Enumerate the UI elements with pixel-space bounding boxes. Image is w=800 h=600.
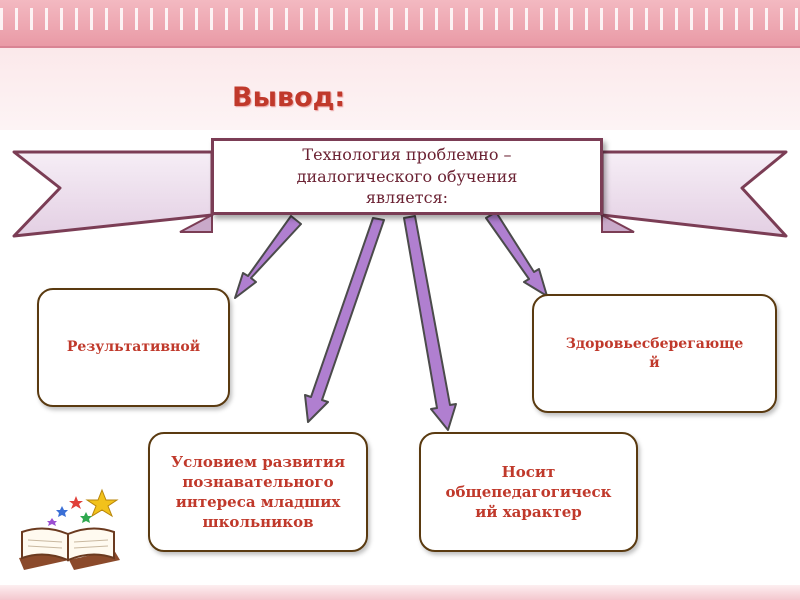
node-condition-line-3: интереса младших [175,493,341,511]
arrow-to-health [485,211,548,297]
node-condition-line-2: познавательного [182,472,334,491]
node-health-line-1: Здоровьесберегающе [565,335,744,352]
ribbon-left-tail [12,150,214,238]
ribbon-left-fold [179,213,213,233]
ribbon-right-fold [601,213,635,233]
open-book-with-stars-icon [19,488,120,570]
node-general-line-1: Носит [501,462,556,481]
node-general-pedagogical: Носит общепедагогическ ий характер [419,432,638,552]
center-line-3: является: [365,188,449,208]
arrow-to-results [234,215,302,299]
node-health-saving: Здоровьесберегающе й [532,294,777,413]
node-condition-line-4: школьников [202,513,314,532]
node-results: Результативной [37,288,230,407]
center-line-1: Технология проблемно – [302,145,512,165]
node-development-condition: Условием развития познавательного интере… [148,432,368,552]
footer-band [0,585,800,600]
central-concept-box: Технология проблемно – диалогического об… [211,138,603,215]
node-condition-line-1: Условием развития [170,452,346,471]
center-line-2: диалогического обучения [296,166,518,186]
binder-rings [0,8,800,30]
slide-title: Вывод: [232,82,346,113]
node-results-label: Результативной [66,339,201,356]
arrow-to-general [403,215,457,431]
ribbon-right-tail [600,150,788,238]
binder-strip [0,0,800,48]
node-general-line-3: ий характер [475,503,582,522]
node-general-line-2: общепедагогическ [445,482,612,501]
arrow-to-condition [304,217,385,423]
node-health-line-2: й [649,354,660,371]
